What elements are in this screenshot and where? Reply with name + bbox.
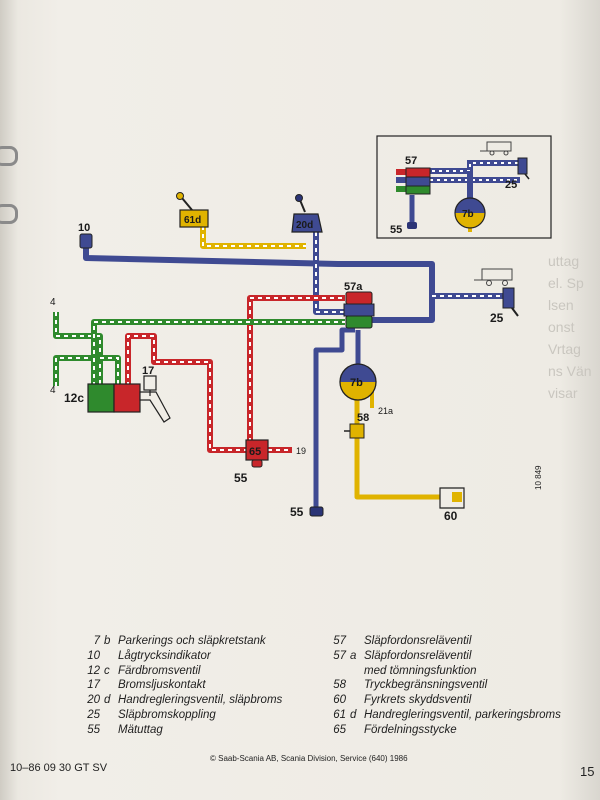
svg-text:25: 25	[490, 311, 504, 325]
svg-text:55: 55	[290, 505, 304, 519]
service-brake-valve-12c	[87, 383, 171, 423]
svg-text:12c: 12c	[64, 391, 84, 405]
svg-text:60: 60	[444, 509, 458, 523]
test-point-55	[309, 506, 324, 517]
yellow-parking-control-line	[200, 226, 306, 249]
svg-text:4: 4	[50, 385, 56, 396]
inset-trailer-icon	[480, 141, 512, 156]
pressure-limiting-valve-58	[344, 423, 365, 439]
svg-text:17: 17	[142, 365, 154, 377]
green-brake-line	[53, 312, 345, 386]
brake-circuit-diagram: 57 25 7b 55	[50, 135, 552, 523]
copyright-line: © Saab-Scania AB, Scania Division, Servi…	[210, 754, 408, 763]
svg-text:4: 4	[50, 297, 56, 308]
svg-text:7b: 7b	[462, 209, 474, 220]
inset-coupling-25	[517, 157, 530, 180]
legend-item: med tömningsfunktion	[364, 664, 477, 677]
figure-id: 10 849	[534, 465, 543, 490]
relay-valve-57a	[343, 291, 375, 329]
parking-brake-valve-61d	[176, 192, 209, 228]
svg-text:58: 58	[357, 412, 369, 424]
svg-text:20d: 20d	[296, 220, 313, 231]
svg-text:65: 65	[249, 446, 261, 458]
svg-text:10: 10	[78, 222, 90, 234]
document-code: 10–86 09 30 GT SV	[10, 762, 108, 774]
inset-relay-valve-57	[405, 167, 431, 195]
blue-control-line	[313, 232, 345, 315]
svg-text:55: 55	[390, 224, 402, 236]
red-brake-line	[125, 295, 345, 453]
inset-test-point-55	[407, 222, 417, 229]
brake-light-switch-17	[143, 375, 157, 396]
four-circuit-protection-valve-60	[439, 487, 465, 509]
svg-text:57a: 57a	[344, 281, 363, 293]
svg-text:61d: 61d	[184, 215, 201, 226]
inset-lines	[396, 160, 520, 232]
inset-tank-7b	[454, 197, 486, 229]
svg-text:21a: 21a	[378, 406, 393, 416]
trailer-brake-valve-20d	[291, 194, 323, 233]
blue-supply-line	[83, 248, 505, 510]
trailer-coupling-25	[502, 287, 519, 317]
yellow-parking-line	[354, 390, 448, 500]
svg-text:7b: 7b	[350, 377, 363, 389]
bleed-through-text: uttag el. Sp lsen onst Vrtag ns Vän visa…	[548, 253, 592, 401]
inset-frame	[376, 135, 552, 239]
svg-text:57: 57	[405, 155, 417, 167]
svg-text:19: 19	[296, 446, 306, 456]
svg-text:25: 25	[505, 179, 517, 191]
page-number: 15	[580, 764, 595, 779]
binder-ring	[0, 204, 18, 224]
trailer-icon	[474, 268, 513, 286]
binder-ring	[0, 146, 18, 166]
svg-text:55: 55	[234, 471, 248, 485]
distribution-block-65	[245, 439, 269, 468]
tank-7b	[339, 363, 377, 401]
low-pressure-indicator-10	[79, 233, 93, 249]
